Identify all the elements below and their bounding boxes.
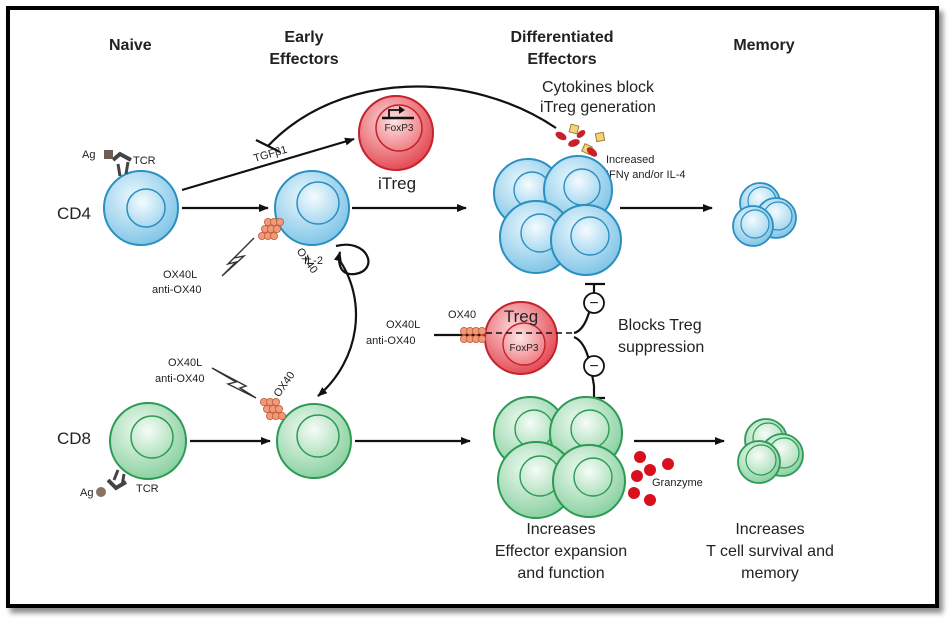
label-granzyme: Granzyme xyxy=(652,477,703,489)
cytokine-particles xyxy=(555,123,606,157)
header-differentiated-line1: Differentiated xyxy=(510,29,613,46)
label-itreg: iTreg xyxy=(378,174,416,193)
tcr-receptor-top xyxy=(111,151,132,177)
header-memory: Memory xyxy=(733,37,794,54)
label-minus-bottom: − xyxy=(589,358,598,375)
figure-frame xyxy=(6,6,939,608)
label-anti-ox40-top: anti-OX40 xyxy=(152,284,202,296)
caption-memory-line2: T cell survival and xyxy=(706,543,834,560)
memory-cd4-cells xyxy=(732,182,797,247)
itreg-cell xyxy=(358,95,434,171)
label-il2: IL-2 xyxy=(304,255,323,267)
label-foxp3-itreg: FoxP3 xyxy=(385,123,414,134)
row-label-cd4: CD4 xyxy=(57,204,91,223)
differentiated-cd8-cluster xyxy=(493,396,626,519)
label-ox40l-top: OX40L xyxy=(163,269,197,281)
row-label-cd8: CD8 xyxy=(57,429,91,448)
caption-effector-line2: Effector expansion xyxy=(495,543,627,560)
tcr-receptor-bottom xyxy=(106,469,128,491)
label-ag-top: Ag xyxy=(82,149,95,161)
granzyme-granules xyxy=(628,451,674,506)
header-early-line1: Early xyxy=(284,29,323,46)
label-ag-bottom: Ag xyxy=(80,487,93,499)
label-treg: Treg xyxy=(504,307,538,326)
label-ox40l-mid: OX40L xyxy=(386,319,420,331)
ox40-beads-bottom xyxy=(259,397,286,420)
caption-effector-line1: Increases xyxy=(526,521,595,538)
lightning-icon-top xyxy=(221,237,255,277)
antigen-circle xyxy=(96,487,106,497)
arrows xyxy=(181,85,725,445)
lightning-icon-bottom xyxy=(211,367,257,399)
label-increased-line1: Increased xyxy=(606,154,654,166)
early-cd8-cell xyxy=(276,403,352,479)
label-foxp3-treg: FoxP3 xyxy=(510,343,539,354)
caption-memory-line1: Increases xyxy=(735,521,804,538)
ox40-beads-mid xyxy=(459,326,486,343)
label-blocks-line2: suppression xyxy=(618,339,704,356)
label-increased-line2: IFNγ and/or IL-4 xyxy=(606,169,685,181)
antigen-square xyxy=(104,150,113,159)
label-tcr-top: TCR xyxy=(133,155,156,167)
inhibit-sign-top xyxy=(583,292,605,314)
label-anti-ox40-mid: anti-OX40 xyxy=(366,335,416,347)
naive-cd8-cell xyxy=(109,402,187,480)
caption-memory-line3: memory xyxy=(741,565,799,582)
ox40-beads-top xyxy=(257,217,284,240)
label-ox40-bottom: OX40 xyxy=(272,370,298,400)
label-minus-top: − xyxy=(589,295,598,312)
early-cd4-cell xyxy=(274,170,350,246)
memory-cd8-cells xyxy=(737,418,804,484)
label-ox40-mid: OX40 xyxy=(448,309,476,321)
label-cytokines-line1: Cytokines block xyxy=(542,79,655,96)
header-early-line2: Effectors xyxy=(269,51,338,68)
label-ox40l-bottom: OX40L xyxy=(168,357,202,369)
label-cytokines-line2: iTreg generation xyxy=(540,99,656,116)
label-blocks-line1: Blocks Treg xyxy=(618,317,702,334)
treg-cell xyxy=(484,301,574,375)
label-anti-ox40-bottom: anti-OX40 xyxy=(155,373,205,385)
inhibit-sign-bottom xyxy=(583,355,605,377)
differentiated-cd4-cluster xyxy=(493,155,622,276)
caption-effector-line3: and function xyxy=(517,565,604,582)
header-differentiated-line2: Effectors xyxy=(527,51,596,68)
label-tcr-bottom: TCR xyxy=(136,483,159,495)
naive-cd4-cell xyxy=(103,170,179,246)
header-naive: Naive xyxy=(109,37,152,54)
